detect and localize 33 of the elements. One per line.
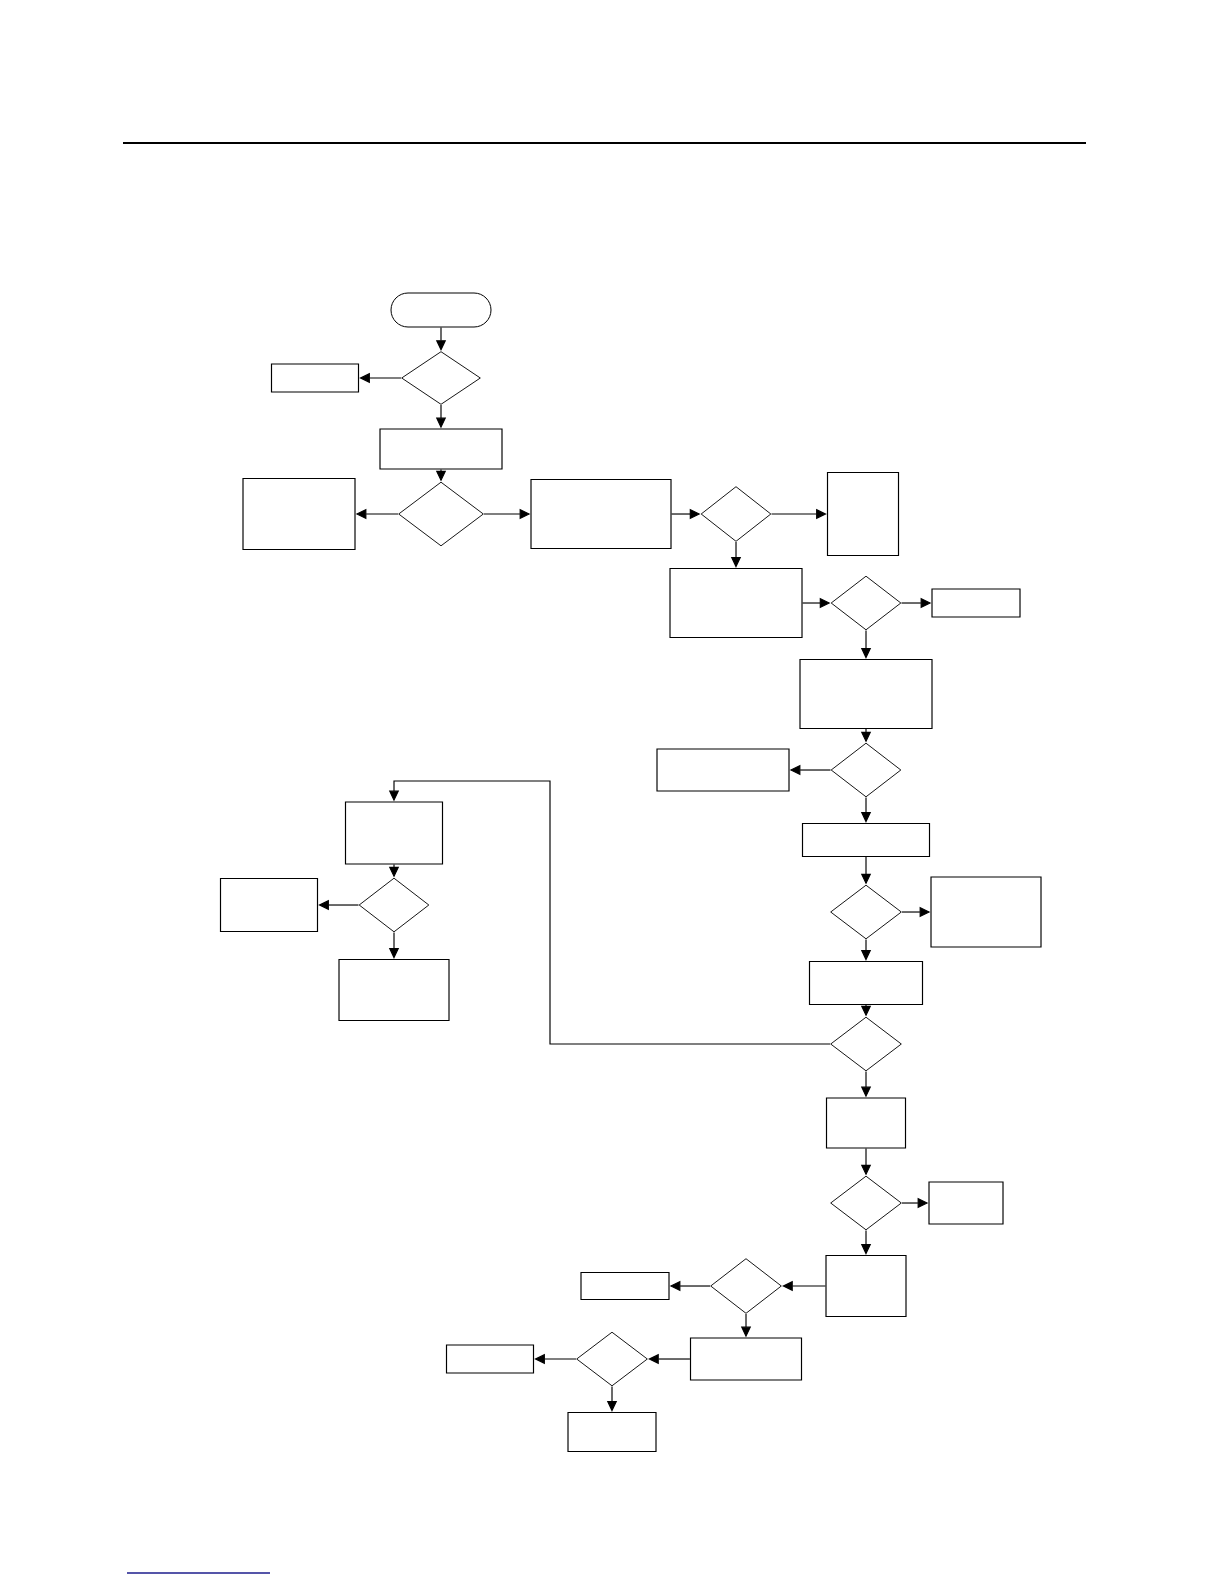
decision-diamond [710, 1258, 782, 1314]
decision-diamond [830, 1175, 902, 1231]
decision-diamond [700, 486, 772, 542]
process-box [242, 477, 356, 551]
process-box [928, 1181, 1004, 1225]
process-box [669, 567, 803, 639]
decision-diamond [398, 481, 484, 547]
process-box [219, 877, 319, 933]
process-box [530, 478, 672, 550]
process-box [930, 876, 1042, 948]
decision-diamond [830, 742, 902, 798]
process-box [808, 960, 924, 1006]
process-box [270, 363, 360, 393]
process-box [799, 658, 933, 730]
process-box [656, 748, 790, 792]
process-box [580, 1271, 670, 1301]
process-box [445, 1344, 535, 1374]
process-box [826, 471, 900, 557]
decision-diamond [576, 1331, 648, 1387]
process-box [801, 822, 931, 858]
process-box [825, 1254, 907, 1318]
decision-diamond [358, 877, 430, 933]
process-box [931, 588, 1021, 618]
process-box [567, 1411, 657, 1453]
process-box [379, 428, 503, 470]
process-box [825, 1097, 907, 1149]
decision-diamond [401, 351, 481, 405]
decision-diamond [830, 575, 902, 631]
process-box [338, 958, 450, 1022]
process-box [689, 1337, 803, 1381]
decision-diamond [830, 884, 902, 940]
process-box [344, 801, 444, 865]
decision-diamond [830, 1016, 902, 1072]
